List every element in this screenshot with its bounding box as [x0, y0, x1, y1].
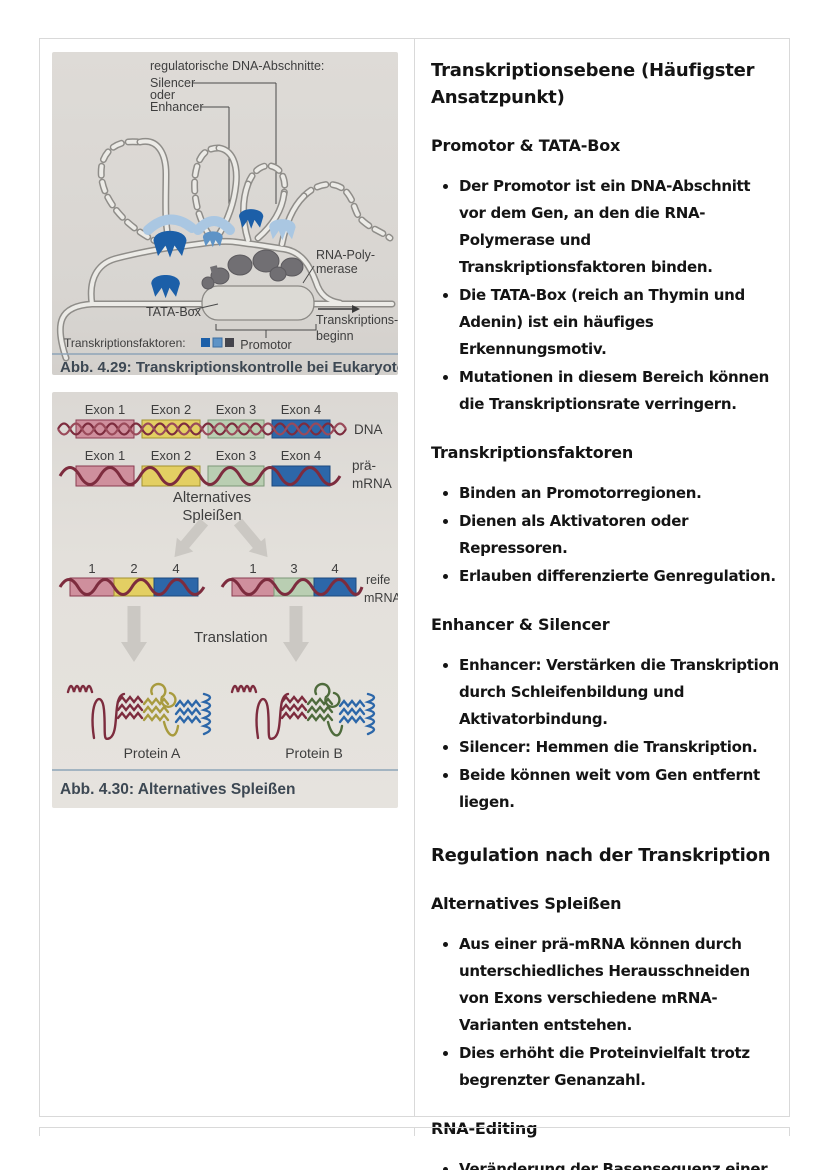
dna-dashed-segments — [97, 138, 394, 248]
label-pre-mrna-2: mRNA — [352, 476, 392, 491]
dna-loops — [56, 137, 396, 362]
mature-mrna-left — [58, 577, 206, 597]
notes-list: Der Promotor ist ein DNA-Abschnitt vor d… — [429, 173, 781, 418]
next-table-row-fragment — [39, 1127, 790, 1136]
notes-list-item: Veränderung der Basensequenz einer mRNA … — [459, 1156, 781, 1170]
notes-list-item: Mutationen in diesem Bereich können die … — [459, 364, 781, 418]
label-mature-mrna-1: reife — [366, 573, 390, 587]
label-translation: Translation — [194, 629, 268, 646]
notes-list: Binden an Promotorregionen.Dienen als Ak… — [429, 480, 781, 590]
label-transkriptionsbeginn-1: Transkriptions- — [316, 313, 398, 327]
tata-pointer-line — [191, 303, 219, 311]
dna-exon-labels: Exon 1 Exon 2 Exon 3 Exon 4 — [85, 402, 321, 417]
exon-label: Exon 4 — [281, 402, 321, 417]
notes-subheading: Transkriptionsfaktoren — [431, 443, 634, 462]
exon-number: 1 — [88, 561, 95, 576]
notes-list: Enhancer: Verstärken die Transkription d… — [429, 652, 781, 816]
exon-label: Exon 2 — [151, 448, 191, 463]
rna-polymerase — [201, 249, 315, 321]
exon-number: 2 — [130, 561, 137, 576]
notes-section-heading: Transkriptionsebene (Häufigster Ansatzpu… — [431, 60, 755, 108]
label-pointer-lines — [193, 82, 277, 220]
notes-list-item: Erlauben differenzierte Genregulation. — [459, 563, 781, 590]
exon-label: Exon 2 — [151, 402, 191, 417]
label-mature-mrna-2: mRNA — [364, 591, 398, 605]
label-dna: DNA — [354, 422, 383, 437]
polymerase-pointer-line — [302, 265, 315, 284]
notes-column: Transkriptionsebene (Häufigster Ansatzpu… — [415, 39, 789, 1170]
transcription-start-arrow — [318, 305, 360, 313]
promoter-bracket — [215, 324, 317, 338]
notes-list-item: Die TATA-Box (reich an Thymin und Adenin… — [459, 282, 781, 363]
label-splicing-2: Spleißen — [182, 507, 241, 524]
notes-list-item: Beide können weit vom Gen entfernt liege… — [459, 762, 781, 816]
notes-section-heading: Regulation nach der Transkription — [431, 845, 771, 866]
exon-label: Exon 3 — [216, 402, 256, 417]
label-promotor: Promotor — [240, 338, 291, 352]
notes-list-item: Dies erhöht die Proteinvielfalt trotz be… — [459, 1040, 781, 1094]
notes-subheading: RNA-Editing — [431, 1119, 538, 1138]
notes-subheading: Promotor & TATA-Box — [431, 136, 621, 155]
transcription-factor-icons — [143, 209, 296, 299]
notes-list-item: Aus einer prä-mRNA können durch untersch… — [459, 931, 781, 1039]
notes-list-item: Der Promotor ist ein DNA-Abschnitt vor d… — [459, 173, 781, 281]
label-transkriptionsfaktoren: Transkriptionsfaktoren: — [64, 336, 186, 350]
photo-paper — [52, 52, 398, 375]
label-rna-polymerase-1: RNA-Poly- — [316, 248, 375, 262]
exon-number: 4 — [331, 561, 338, 576]
mature-mrna-right — [220, 577, 364, 597]
exon-number: 4 — [172, 561, 179, 576]
notes-list: Veränderung der Basensequenz einer mRNA … — [429, 1156, 781, 1170]
protein-b-drawing — [230, 682, 376, 741]
notes-list-item: Silencer: Hemmen die Transkription. — [459, 734, 781, 761]
factor-legend-squares — [201, 337, 234, 348]
notes-list-item: Binden an Promotorregionen. — [459, 480, 781, 507]
pre-mrna-exon-labels: Exon 1 Exon 2 Exon 3 Exon 4 — [85, 448, 321, 463]
notes-list-item: Dienen als Aktivatoren oder Repressoren. — [459, 508, 781, 562]
exon-label: Exon 1 — [85, 448, 125, 463]
mature-mrna-numbers: 1 2 4 1 3 4 — [88, 561, 338, 576]
label-tata-box: TATA-Box — [146, 305, 202, 319]
label-protein-a: Protein A — [124, 745, 181, 761]
next-row-column-divider — [414, 1128, 415, 1136]
label-enhancer: Enhancer — [150, 100, 204, 114]
protein-a-drawing — [66, 682, 212, 741]
notes-list-item: Enhancer: Verstärken die Transkription d… — [459, 652, 781, 733]
figure1-caption: Abb. 4.29: Transkriptionskontrolle bei E… — [60, 359, 398, 375]
dna-band — [57, 419, 347, 439]
label-transkriptionsbeginn-2: beginn — [316, 329, 354, 343]
exon-label: Exon 3 — [216, 448, 256, 463]
exon-number: 3 — [290, 561, 297, 576]
notes-subheading: Alternatives Spleißen — [431, 894, 622, 913]
exon-number: 1 — [249, 561, 256, 576]
content-table: regulatorische DNA-Abschnitte: Silencer … — [39, 38, 790, 1170]
figure2-caption: Abb. 4.30: Alternatives Spleißen — [60, 781, 295, 798]
label-protein-b: Protein B — [285, 745, 343, 761]
pre-mrna-band — [58, 465, 342, 487]
label-oder: oder — [150, 88, 175, 102]
label-rna-polymerase-2: merase — [316, 262, 358, 276]
label-splicing-1: Alternatives — [173, 489, 251, 506]
exon-label: Exon 1 — [85, 402, 125, 417]
label-silencer: Silencer — [150, 76, 195, 90]
figure-alternative-splicing: Exon 1 Exon 2 Exon 3 Exon 4 DNA — [52, 392, 398, 808]
notes-subheading: Enhancer & Silencer — [431, 615, 610, 634]
figures-column: regulatorische DNA-Abschnitte: Silencer … — [40, 39, 415, 1116]
label-regulatory-dna: regulatorische DNA-Abschnitte: — [150, 59, 324, 73]
figure-transcription-control: regulatorische DNA-Abschnitte: Silencer … — [52, 52, 398, 375]
label-pre-mrna-1: prä- — [352, 458, 376, 473]
exon-label: Exon 4 — [281, 448, 321, 463]
notes-list: Aus einer prä-mRNA können durch untersch… — [429, 931, 781, 1094]
